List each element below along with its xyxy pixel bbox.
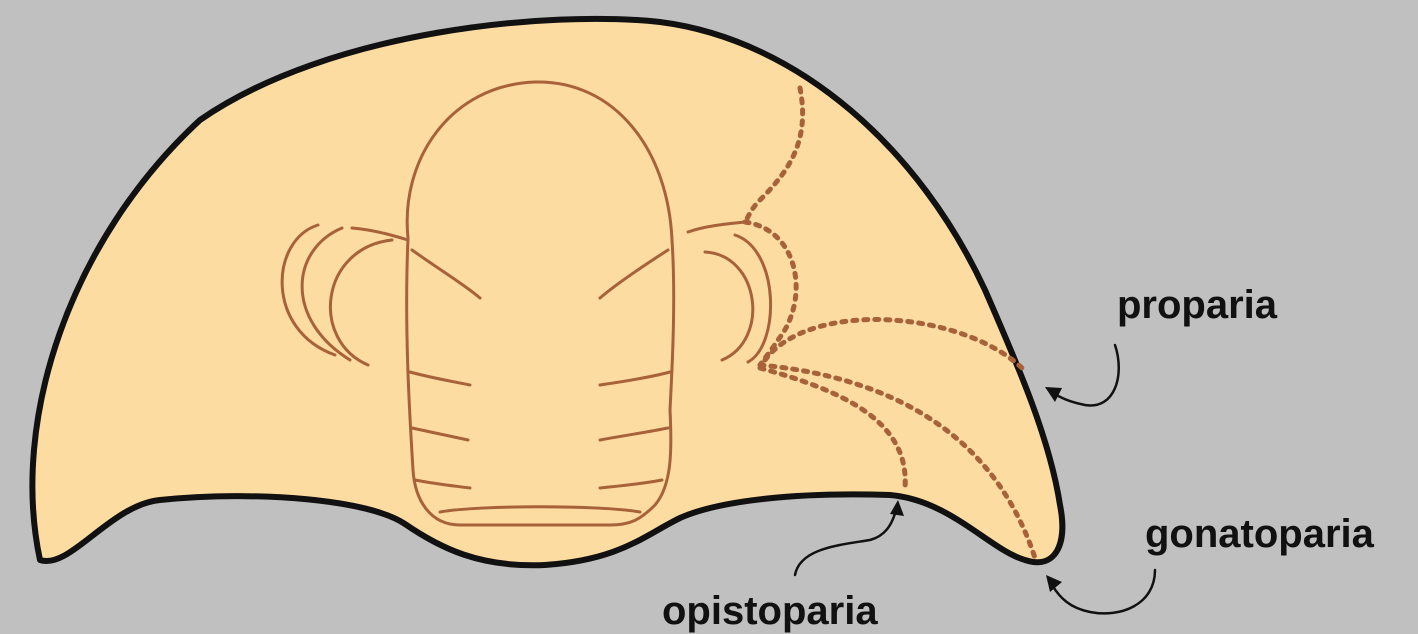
opistoparia-arrowhead (890, 500, 904, 516)
proparia-label: proparia (1117, 283, 1278, 327)
proparia-arrowhead (1045, 387, 1062, 402)
cephalon-outline (32, 19, 1062, 565)
proparia-arrow (1052, 345, 1119, 405)
gonatoparia-arrow (1052, 570, 1155, 613)
opistoparia-label: opistoparia (662, 589, 878, 633)
gonatoparia-label: gonatoparia (1145, 512, 1375, 556)
opistoparia-arrow (795, 510, 896, 575)
